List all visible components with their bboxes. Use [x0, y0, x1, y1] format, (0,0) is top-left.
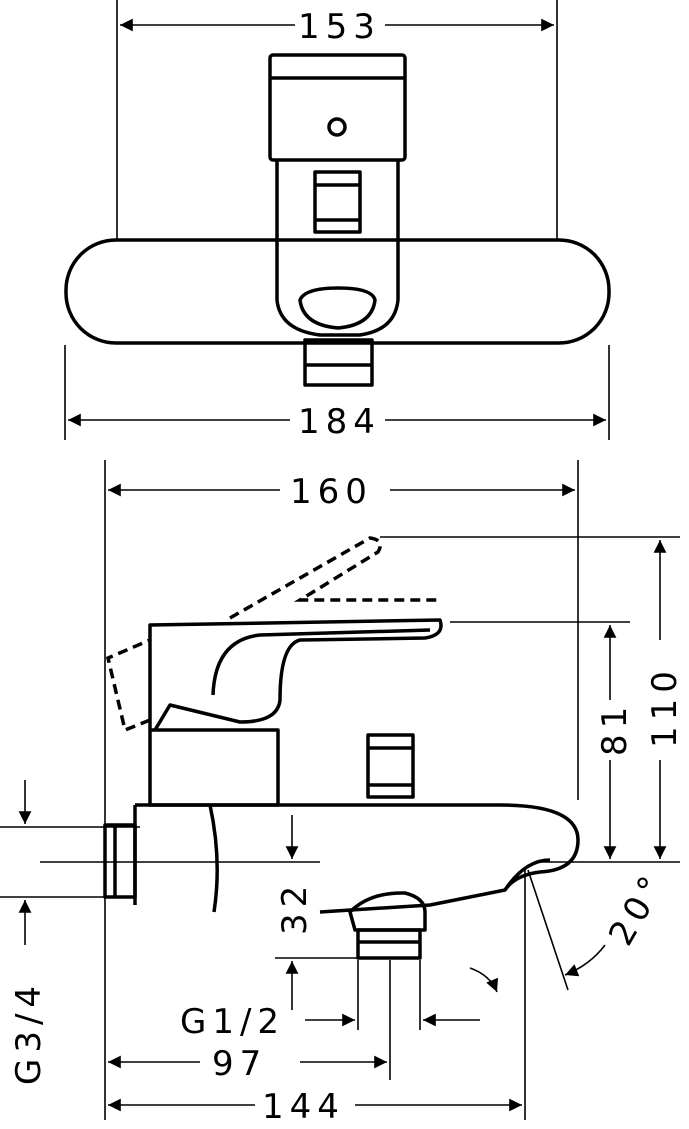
- thread-g34-label: G3/4: [9, 980, 49, 1085]
- dim-110-label: 110: [645, 665, 685, 748]
- side-view: 160 110 81 G3/4: [0, 460, 685, 1127]
- top-handle: [268, 53, 407, 162]
- thread-g12-label: G1/2: [180, 1002, 285, 1042]
- top-body: [64, 238, 611, 345]
- handle-hole: [327, 117, 347, 137]
- dim-184-label: 184: [298, 402, 381, 442]
- dim-153-label: 153: [298, 7, 381, 47]
- dim-32-label: 32: [275, 880, 315, 935]
- mixer-body: [135, 803, 580, 914]
- dim-160-label: 160: [290, 472, 373, 512]
- top-view: 153 184: [64, 0, 611, 442]
- dim-144-label: 144: [262, 1087, 345, 1127]
- angle-20-label: 20°: [601, 865, 675, 953]
- lever-raised-dashed: [105, 536, 440, 733]
- lever: [148, 618, 443, 731]
- dim-81-label: 81: [595, 701, 635, 756]
- dim-97-label: 97: [212, 1044, 267, 1084]
